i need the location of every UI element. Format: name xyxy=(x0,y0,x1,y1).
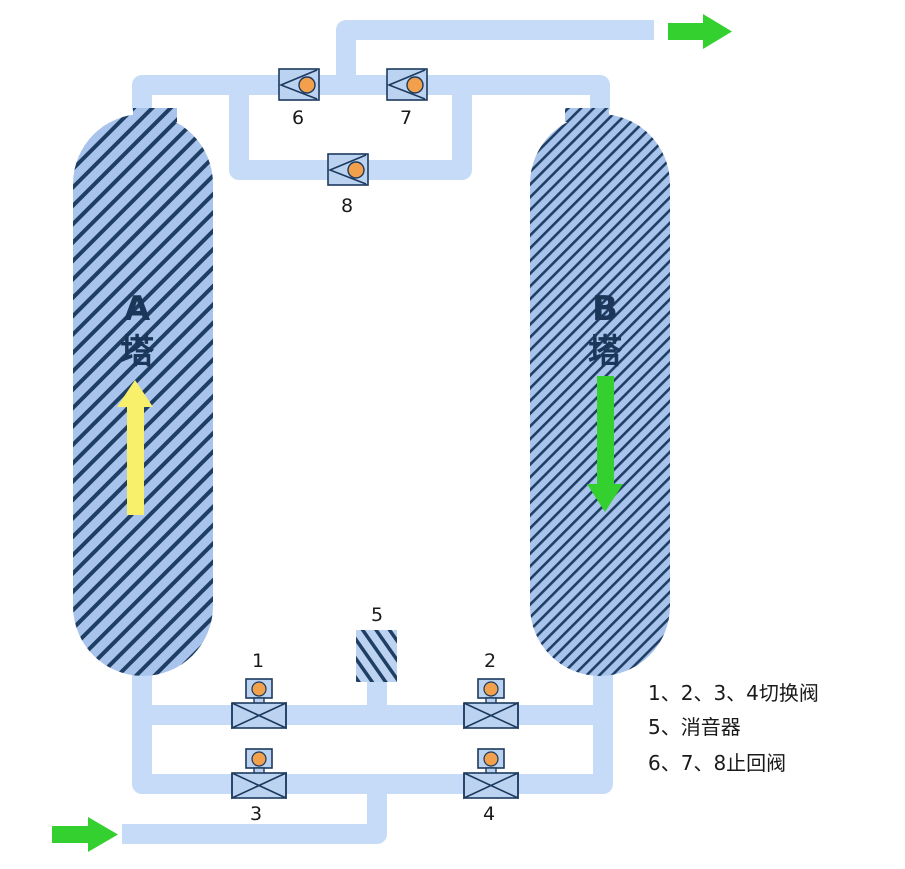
switch-valve-4-label: 4 xyxy=(483,803,495,825)
tower-b: B 塔 xyxy=(530,108,670,676)
legend-line-3: 6、7、8止回阀 xyxy=(648,751,786,775)
check-valve-7-label: 7 xyxy=(400,107,412,129)
check-valve-6: 6 xyxy=(278,68,320,129)
switch-valve-1: 1 xyxy=(231,650,287,730)
legend-line-1: 1、2、3、4切换阀 xyxy=(648,681,819,705)
tower-a-letter: A xyxy=(124,289,151,329)
inlet-arrow-icon xyxy=(52,817,118,852)
muffler-5-label: 5 xyxy=(371,604,383,626)
tower-a-char: 塔 xyxy=(120,332,155,372)
tower-b-char: 塔 xyxy=(588,332,623,372)
legend: 1、2、3、4切换阀 5、消音器 6、7、8止回阀 xyxy=(648,681,819,775)
arrow-up-icon xyxy=(117,380,153,515)
inlet-pipe xyxy=(122,784,387,844)
check-valve-7: 7 xyxy=(386,68,428,129)
muffler-5: 5 xyxy=(356,604,397,682)
switch-valve-3: 3 xyxy=(231,748,287,825)
outlet-pipe xyxy=(336,20,654,86)
check-valve-8: 8 xyxy=(327,153,369,217)
switch-valve-4: 4 xyxy=(463,748,519,825)
legend-line-2: 5、消音器 xyxy=(648,715,741,739)
switch-valve-1-label: 1 xyxy=(252,650,264,672)
arrow-down-icon xyxy=(587,376,623,512)
switch-valve-2: 2 xyxy=(463,650,519,730)
check-valve-8-label: 8 xyxy=(341,195,353,217)
tower-b-letter: B xyxy=(592,289,618,329)
switch-valve-2-label: 2 xyxy=(484,650,496,672)
top-manifold-pipe xyxy=(132,75,610,110)
check-valve-6-label: 6 xyxy=(292,107,304,129)
outlet-arrow-icon xyxy=(668,14,732,49)
tower-a: A 塔 xyxy=(73,108,213,676)
switch-valve-3-label: 3 xyxy=(250,803,262,825)
